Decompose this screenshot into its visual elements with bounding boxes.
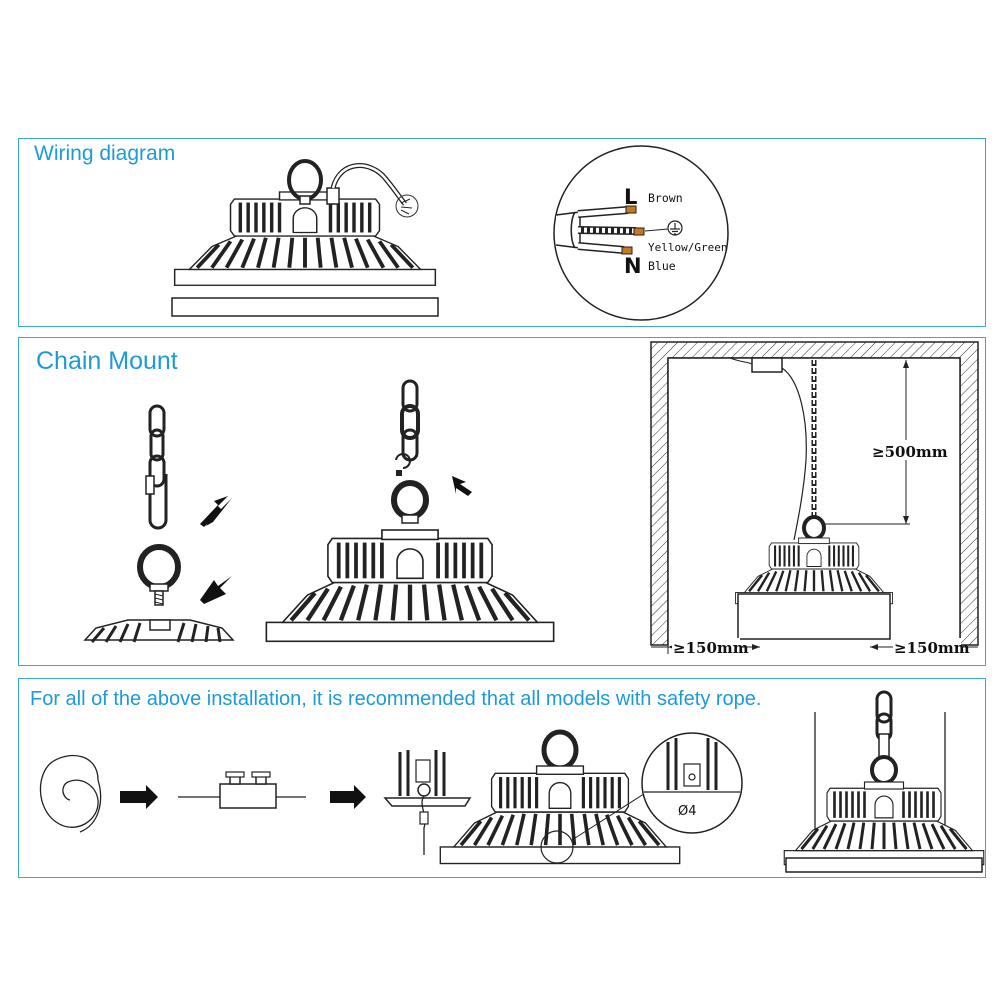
earth-color-label: Yellow/Green bbox=[648, 241, 727, 254]
safety-rope-coil-drawing bbox=[39, 754, 102, 833]
arrow-step-2-icon bbox=[200, 576, 232, 604]
ceiling-clearance-dimension: ≥500mm bbox=[872, 443, 948, 461]
live-color-label: Brown bbox=[648, 191, 683, 205]
lamp-with-rope-drawing: Ø4 bbox=[438, 729, 743, 866]
left-wall-clearance-dimension: ≥150mm bbox=[673, 639, 749, 657]
right-wall-clearance-dimension: ≥150mm bbox=[894, 639, 970, 657]
rope-attach-closeup-drawing bbox=[383, 750, 472, 855]
arrow-step-1-head-icon bbox=[200, 496, 228, 527]
arrow-right-1-icon bbox=[120, 785, 158, 809]
hole-diameter-label: Ø4 bbox=[678, 804, 697, 819]
chain-mount-title: Chain Mount bbox=[36, 347, 178, 375]
eye-bolt-drawing bbox=[137, 544, 181, 606]
neutral-letter: N bbox=[624, 254, 642, 278]
assembled-lamp-drawing bbox=[266, 379, 553, 641]
lamp-top-drawing bbox=[83, 619, 235, 643]
wiring-diagram-panel bbox=[18, 138, 986, 327]
wiring-detail-magnifier: L Brown Yellow/Green N Blue bbox=[553, 145, 729, 321]
neutral-color-label: Blue bbox=[648, 259, 676, 273]
ceiling-room-diagram: ≥500mm ≥150mm ≥150mm bbox=[650, 341, 979, 657]
chain-with-hook-drawing bbox=[145, 404, 168, 530]
safety-rope-title: For all of the above installation, it is… bbox=[30, 688, 762, 710]
arrow-step-3-icon bbox=[452, 476, 472, 496]
wiring-lamp-drawing bbox=[171, 159, 439, 317]
rope-clamp-drawing bbox=[178, 771, 306, 809]
live-letter: L bbox=[624, 185, 637, 209]
wiring-diagram-title: Wiring diagram bbox=[34, 142, 176, 165]
arrow-right-2-icon bbox=[330, 785, 366, 809]
final-hung-lamp-drawing bbox=[782, 690, 986, 873]
